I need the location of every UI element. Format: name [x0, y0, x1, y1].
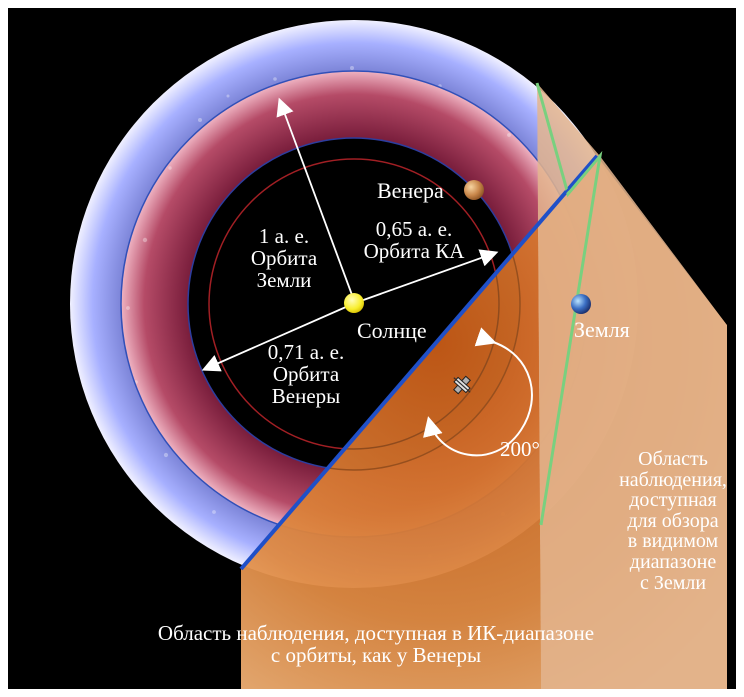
venus-orbit-title-line-1: Орбита [272, 362, 340, 387]
spacecraft-orbit-title: Орбита КА [363, 239, 465, 264]
venus-orbit-title-line-2: Венеры [271, 384, 341, 409]
visible-region-boundary [535, 82, 603, 526]
sun-icon [344, 293, 364, 313]
earth-orbit-label: 1 а. е. Орбита Земли [224, 225, 344, 291]
earth-planet-icon [571, 294, 591, 314]
visible-region-line-1: Область [638, 448, 708, 470]
spacecraft-icon [453, 375, 471, 395]
earth-label: Земля [574, 317, 630, 342]
spacecraft-orbit-radius-arrow [354, 249, 499, 304]
spacecraft-orbit-distance: 0,65 а. е. [375, 217, 453, 241]
ir-region-line-1: Область наблюдения, доступная в ИК-диапа… [157, 621, 595, 645]
venus-orbit-distance: 0,71 а. е. [267, 340, 345, 364]
visible-region-line-6: диапазоне [629, 550, 717, 573]
visible-region-line-4: для обзора [627, 509, 719, 532]
earth-orbit-radius-arrow [276, 97, 356, 304]
visible-region-line-5: в видимом [627, 530, 719, 553]
visible-region-label: Область наблюдения, доступная для обзора… [617, 449, 729, 593]
visible-region-line-3: доступная [629, 489, 717, 512]
venus-planet-icon [464, 180, 484, 200]
earth-orbit-title-line-2: Земли [256, 268, 312, 293]
venus-orbit-radius-arrow [201, 302, 356, 372]
observation-angle-arc [423, 327, 533, 457]
spacecraft-orbit-label: 0,65 а. е. Орбита КА [344, 218, 484, 262]
ir-region-label: Область наблюдения, доступная в ИК-диапа… [126, 622, 626, 666]
visible-observation-region [537, 83, 727, 689]
visible-region-line-2: наблюдения, [619, 468, 727, 491]
visible-region-line-7: с Земли [639, 571, 707, 594]
observation-angle-label: 200° [500, 437, 540, 461]
earth-orbit-distance: 1 а. е. [258, 224, 310, 248]
ir-region-line-2: с орбиты, как у Венеры [270, 643, 482, 668]
earth-orbit-title-line-1: Орбита [250, 246, 318, 271]
sun-label: Солнце [357, 318, 427, 343]
venus-orbit-label: 0,71 а. е. Орбита Венеры [246, 341, 366, 407]
venus-label: Венера [377, 178, 444, 203]
